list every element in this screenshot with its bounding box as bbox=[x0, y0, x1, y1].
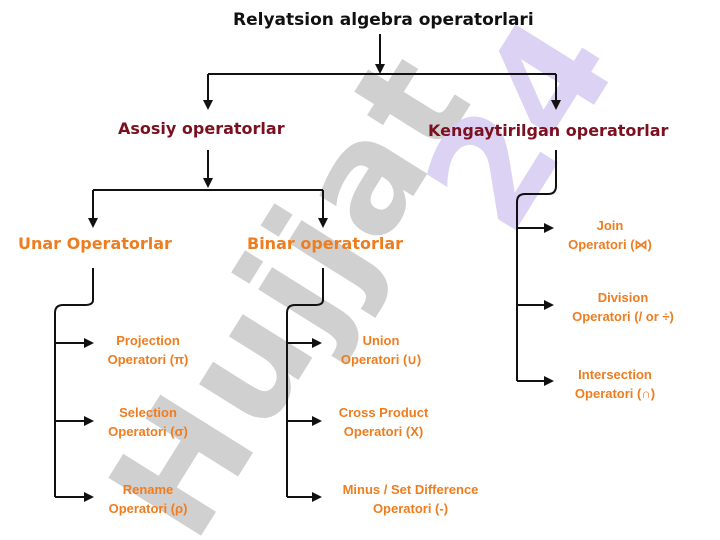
operator-union: Union Operatori (∪) bbox=[326, 331, 436, 369]
operator-set-difference: Minus / Set Difference Operatori (-) bbox=[323, 480, 498, 518]
operator-name: Rename bbox=[122, 482, 174, 497]
operator-symbol-line: Operatori (σ) bbox=[108, 424, 188, 439]
operator-name: Projection bbox=[116, 333, 180, 348]
operator-symbol-line: Operatori (∩) bbox=[574, 386, 656, 401]
connector-binary-bracket bbox=[286, 268, 324, 497]
operator-symbol-line: Operatori (-) bbox=[372, 501, 449, 516]
operator-name: Union bbox=[362, 333, 400, 348]
connector-extended-bracket bbox=[516, 150, 557, 381]
operator-join: Join Operatori (⋈) bbox=[555, 216, 665, 254]
subbranch-unary: Unar Operatorlar bbox=[18, 234, 172, 253]
operator-name: Selection bbox=[119, 405, 177, 420]
operator-projection: Projection Operatori (π) bbox=[98, 331, 198, 369]
operator-symbol-line: Operatori (⋈) bbox=[568, 237, 652, 252]
operator-symbol-line: Operatori (π) bbox=[107, 352, 189, 367]
operator-symbol-line: Operatori (X) bbox=[343, 424, 424, 439]
operator-name: Intersection bbox=[578, 367, 652, 382]
operator-name: Minus / Set Difference bbox=[342, 482, 479, 497]
operator-cross-product: Cross Product Operatori (X) bbox=[326, 403, 441, 441]
operator-symbol-line: Operatori (ρ) bbox=[108, 501, 188, 516]
branch-basic: Asosiy operatorlar bbox=[118, 119, 285, 138]
connector-unary-bracket bbox=[54, 268, 94, 497]
operator-intersection: Intersection Operatori (∩) bbox=[555, 365, 675, 403]
operator-rename: Rename Operatori (ρ) bbox=[98, 480, 198, 518]
operator-name: Join bbox=[596, 218, 624, 233]
branch-extended: Kengaytirilgan operatorlar bbox=[428, 121, 669, 140]
operator-name: Cross Product bbox=[338, 405, 429, 420]
operator-symbol-line: Operatori (∪) bbox=[340, 352, 422, 367]
operator-selection: Selection Operatori (σ) bbox=[98, 403, 198, 441]
diagram-title: Relyatsion algebra operatorlari bbox=[233, 10, 534, 30]
operator-symbol-line: Operatori (/ or ÷) bbox=[572, 309, 674, 324]
operator-division: Division Operatori (/ or ÷) bbox=[553, 288, 693, 326]
operator-name: Division bbox=[597, 290, 649, 305]
subbranch-binary: Binar operatorlar bbox=[247, 234, 404, 253]
